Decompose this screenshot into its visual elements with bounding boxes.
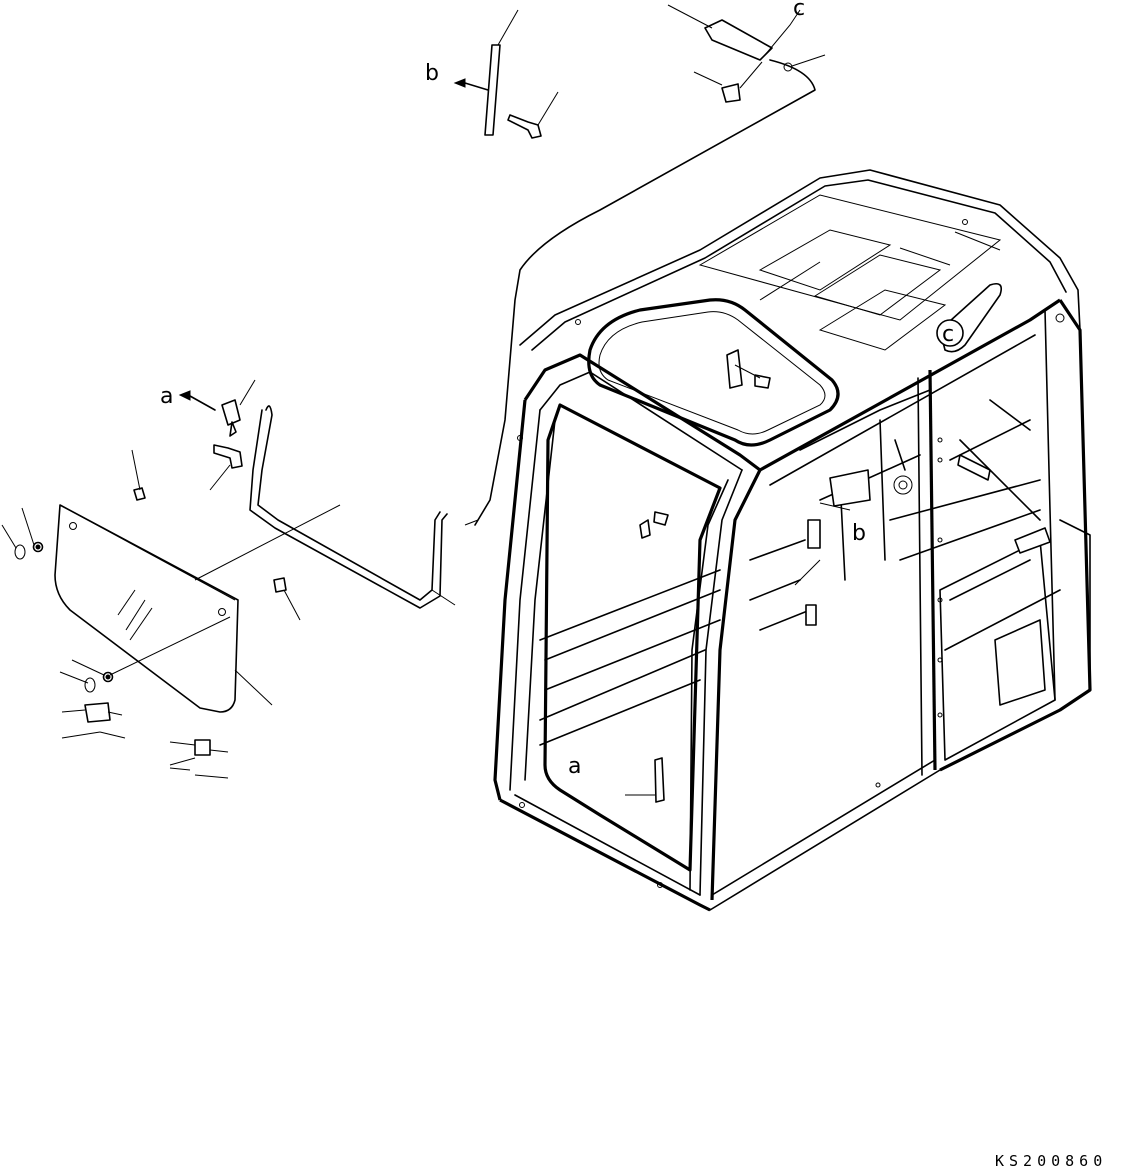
callout-a-left: a bbox=[160, 384, 173, 409]
glass-panel bbox=[54, 504, 239, 713]
side-glass-assembly bbox=[1, 379, 456, 779]
callout-circle-c bbox=[936, 319, 964, 347]
clip-part bbox=[221, 399, 241, 426]
operator-cab bbox=[493, 169, 1092, 912]
lamp-part bbox=[704, 19, 773, 61]
callout-b-cab: b bbox=[852, 521, 866, 546]
clip-part bbox=[726, 349, 743, 389]
callout-c-top: c bbox=[793, 0, 805, 21]
rubber-strip-part bbox=[484, 44, 501, 136]
callout-a-cab: a bbox=[568, 754, 581, 779]
callout-b-top: b bbox=[425, 61, 439, 86]
bolt-part bbox=[507, 114, 542, 139]
callout-c-cab: c bbox=[942, 322, 954, 347]
drawing-code: KS200860 bbox=[995, 1152, 1107, 1170]
top-parts-group bbox=[453, 4, 826, 526]
switch-part bbox=[721, 83, 741, 103]
